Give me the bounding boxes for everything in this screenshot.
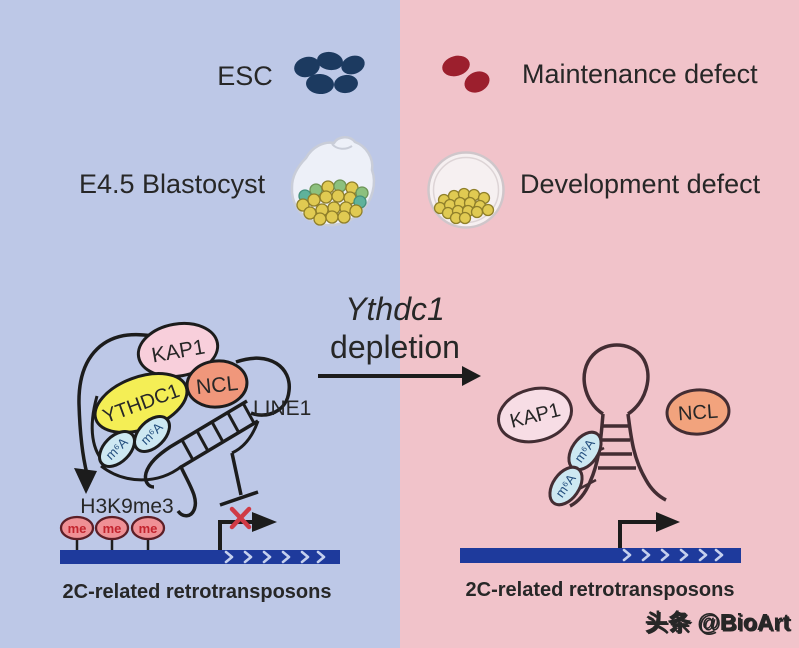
m6a-ellipse — [98, 430, 136, 468]
rna-stem-rungs — [598, 424, 636, 470]
me-ellipse — [130, 515, 166, 541]
esc-group: ESC — [217, 51, 365, 95]
watermark: 头条 @BioArt — [645, 609, 790, 635]
watermark-shadow: 头条 @BioArt — [646, 611, 791, 637]
inhibition-line — [230, 452, 243, 496]
development-defect-group: Development defect — [427, 151, 761, 229]
defect-cells-icon — [442, 55, 490, 93]
retrotransposon-bar — [60, 550, 340, 564]
me-marks: me me me — [59, 515, 166, 551]
me-label: me — [103, 521, 122, 536]
depletion-arrow-head — [462, 366, 481, 386]
gene-name: Ythdc1 — [345, 291, 445, 327]
me-ellipse — [59, 515, 95, 541]
m6a-ellipse — [133, 415, 171, 453]
inhibition-bar — [219, 490, 259, 507]
repression-arc — [77, 332, 153, 475]
blastocyst-icon — [290, 136, 376, 227]
me-ellipse — [94, 515, 130, 541]
m6a-ellipse — [548, 465, 584, 507]
me-label: me — [68, 521, 87, 536]
rna-strand-under-m6a — [100, 464, 183, 482]
tss-arrow-active — [618, 520, 656, 548]
bar-chevrons — [622, 548, 724, 562]
blastocyst-left-group: E4.5 Blastocyst — [79, 136, 376, 227]
depletion-label: depletion — [330, 329, 460, 365]
right-complex: KAP1 NCL m⁶A m⁶A 2C-related retrotranspo… — [460, 343, 741, 601]
development-defect-label: Development defect — [520, 169, 761, 199]
bar-label-left: 2C-related retrotransposons — [63, 581, 332, 603]
maintenance-defect-label: Maintenance defect — [522, 59, 758, 89]
line1-rna-loop — [235, 356, 291, 417]
repression-arc-arrowhead — [74, 468, 97, 494]
ythdc1-depletion-group: Ythdc1 depletion — [318, 291, 481, 386]
ncl-label: NCL — [677, 401, 718, 426]
h3k9me3-label: H3K9me3 — [80, 495, 173, 518]
kap1-ellipse — [136, 321, 220, 379]
tss-arrowhead — [656, 512, 680, 532]
rna-strand-right — [626, 413, 667, 502]
esc-cells-icon — [294, 51, 365, 95]
defect-blastocyst-icon — [427, 151, 505, 229]
rna-stem-rungs — [180, 402, 256, 461]
line1-label: LINE1 — [253, 397, 311, 420]
ncl-ellipse — [665, 388, 731, 436]
retrotransposon-bar — [460, 548, 741, 563]
bar-label-right: 2C-related retrotransposons — [466, 579, 735, 601]
me-label: me — [139, 521, 158, 536]
rna-strand-right — [231, 420, 260, 455]
left-complex: KAP1 NCL YTHDC1 m⁶A m⁶A LINE1 H3K9me3 me… — [59, 321, 340, 603]
right-panel-background — [400, 0, 799, 648]
bar-chevrons — [224, 550, 326, 564]
rna-strand-top — [143, 399, 248, 489]
tss-arrowhead — [252, 512, 277, 532]
red-x-icon — [229, 506, 252, 530]
ncl-label: NCL — [195, 372, 239, 399]
rna-strand-bottom — [176, 419, 259, 518]
blastocyst-label: E4.5 Blastocyst — [79, 169, 266, 199]
left-panel-background — [0, 0, 400, 648]
m6a-connector — [578, 478, 597, 491]
rna-hairpin-loop — [582, 343, 650, 416]
kap1-ellipse — [497, 386, 573, 444]
maintenance-defect-group: Maintenance defect — [442, 55, 758, 93]
esc-label: ESC — [217, 61, 273, 91]
